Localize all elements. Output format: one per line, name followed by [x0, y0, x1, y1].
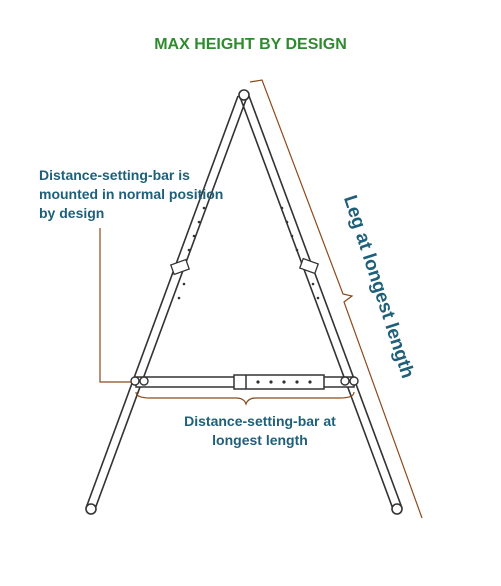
- diagram-title: MAX HEIGHT BY DESIGN: [154, 36, 347, 53]
- leg-adjust-holes: [177, 206, 320, 300]
- right-foot: [391, 503, 403, 515]
- left-foot: [85, 503, 97, 515]
- bar-longest-note: Distance-setting-bar at longest length: [184, 413, 336, 448]
- distance-setting-bar: [135, 374, 355, 390]
- bar-mount-leader-line: [99, 228, 132, 383]
- top-joint: [238, 89, 250, 101]
- leg-length-bracket: [249, 79, 423, 519]
- bar-mounted-note: Distance-setting-bar is mounted in norma…: [39, 167, 224, 221]
- bar-mount-left: [130, 376, 149, 386]
- bar-mount-right: [340, 376, 359, 386]
- leg-clamp-left: [169, 258, 191, 276]
- bar-length-bracket: [135, 391, 355, 406]
- right-leg: [239, 95, 403, 510]
- bar-adjust-holes: [256, 380, 312, 384]
- left-leg: [85, 95, 248, 510]
- leg-clamp-right: [298, 257, 320, 275]
